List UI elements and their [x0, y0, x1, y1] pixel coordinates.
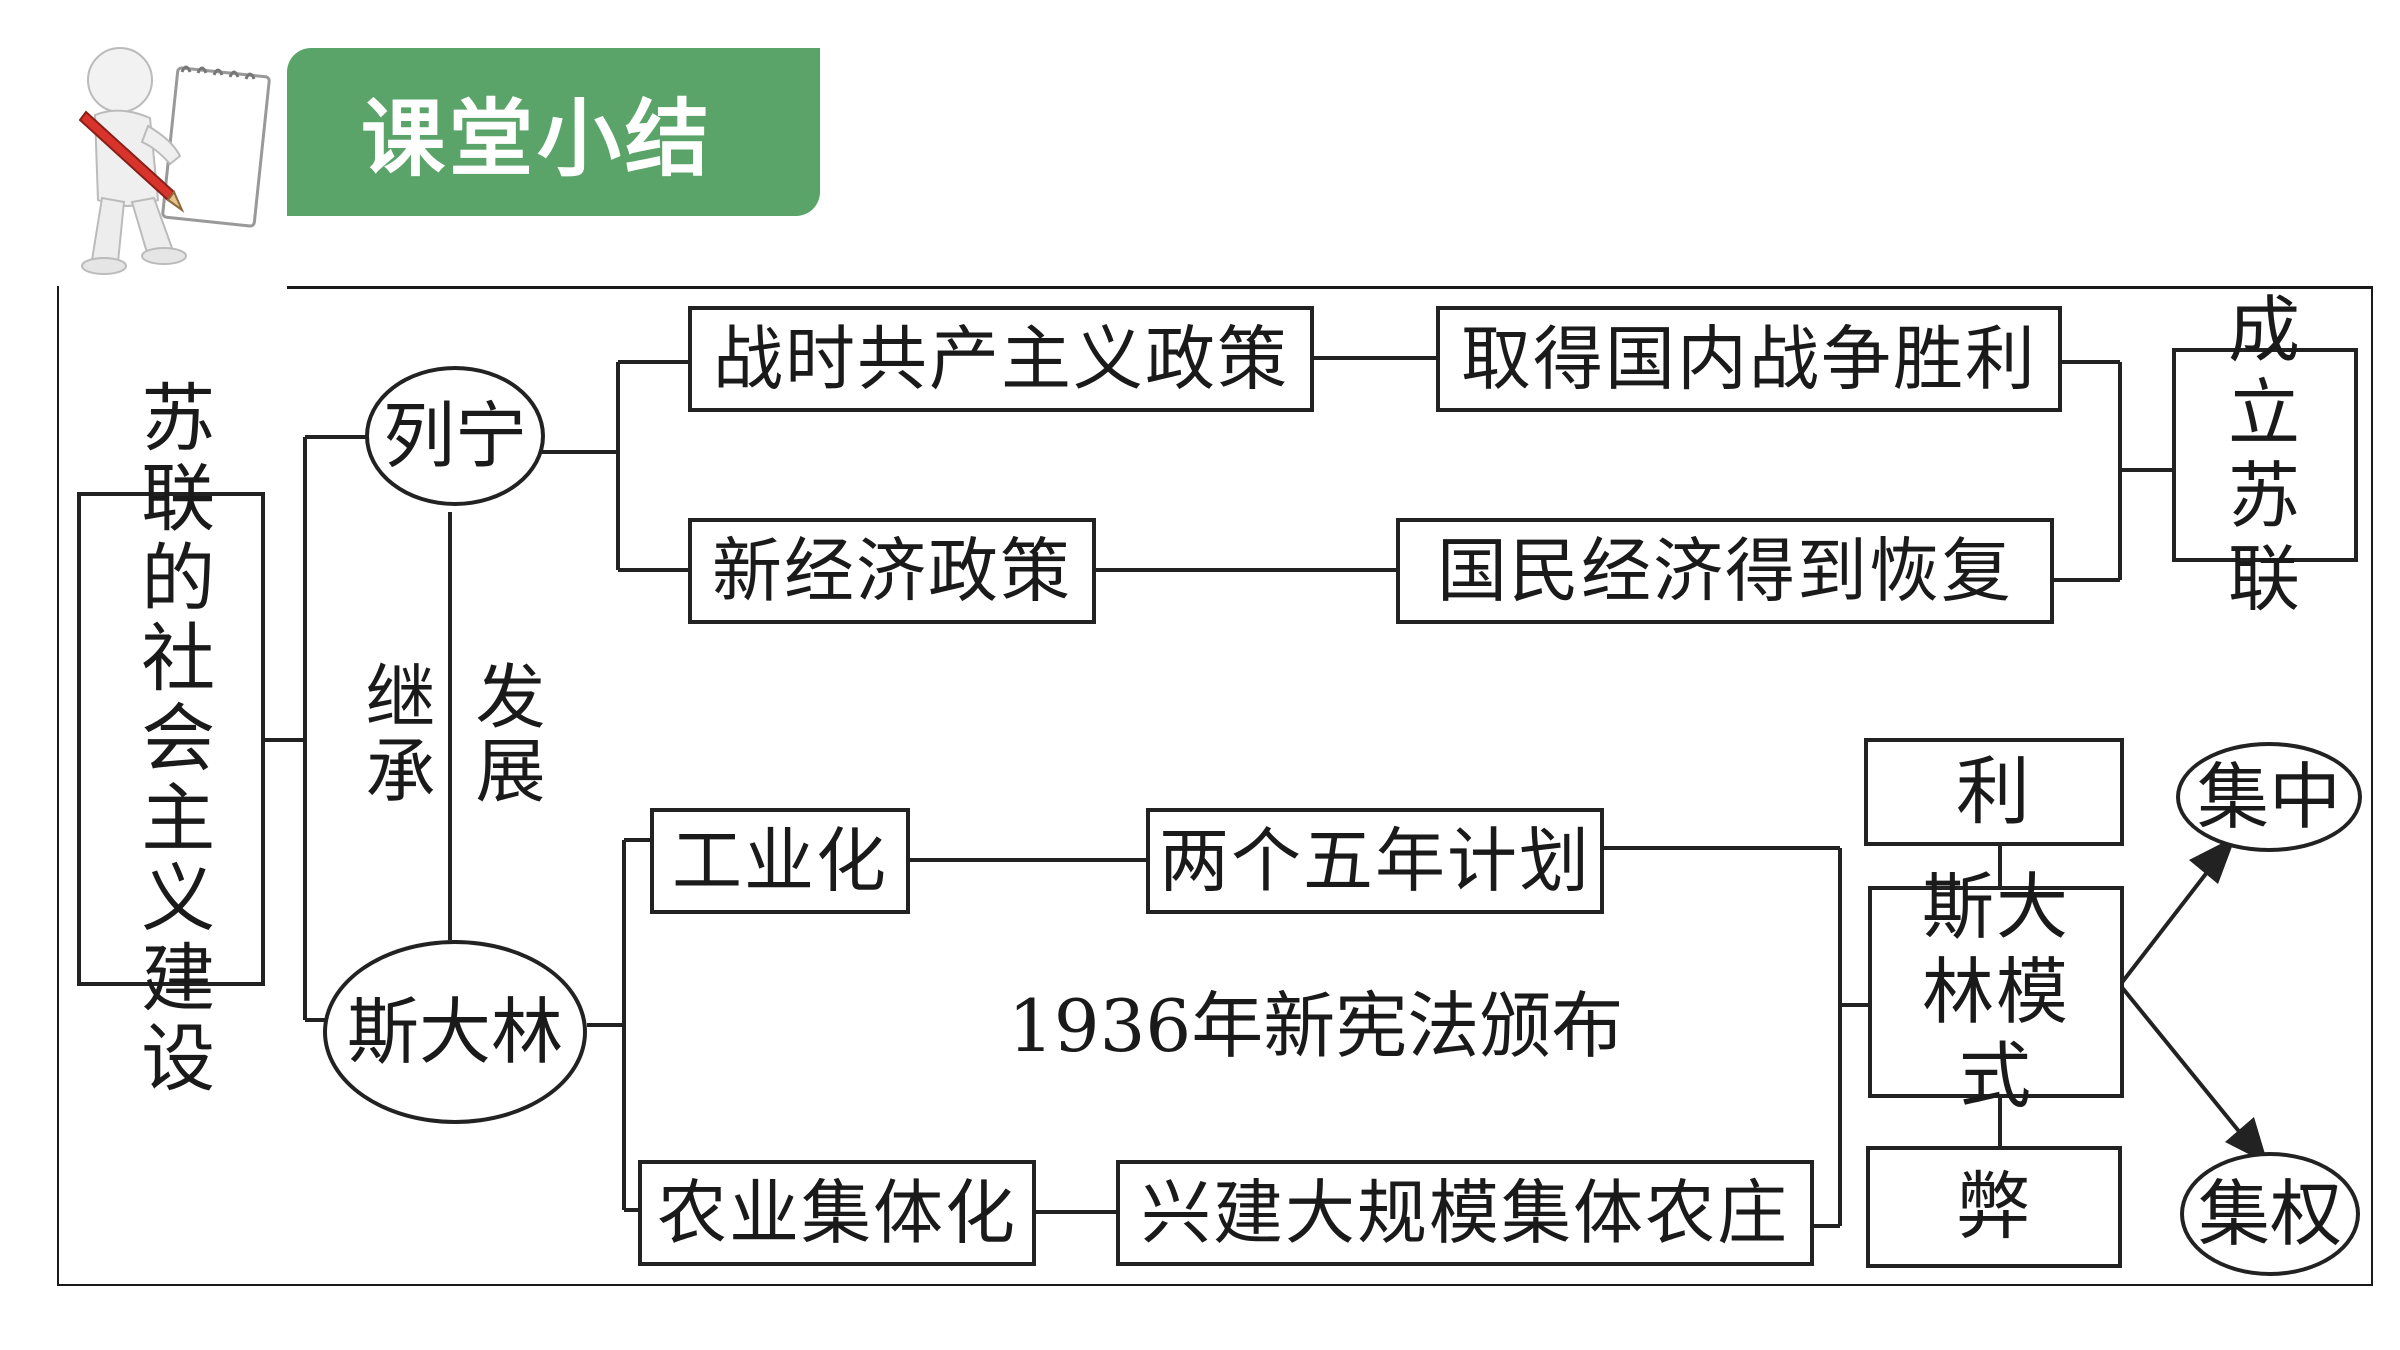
root-node: 苏联的社会主义建设 [77, 379, 265, 1099]
section-title: 课堂小结 [361, 89, 714, 188]
constitution-1936-label: 1936年新宪法颁布 [1008, 984, 1624, 1068]
root-label: 苏联的社会主义建设 [128, 379, 215, 1099]
economy-recovered-node: 国民经济得到恢复 [1396, 518, 2054, 624]
civil-war-victory-node: 取得国内战争胜利 [1436, 306, 2062, 412]
disadvantage-label: 弊 [1956, 1164, 2032, 1250]
collective-farms-node: 兴建大规模集体农庄 [1116, 1160, 1814, 1266]
centralization-node: 集中 [2176, 742, 2362, 852]
ussr-founded-node: 成立苏联 [2172, 289, 2358, 620]
header-divider [287, 286, 2372, 289]
civil-war-victory-label: 取得国内战争胜利 [1461, 318, 2037, 400]
ussr-founded-label: 成立苏联 [2227, 288, 2302, 621]
industrialization-label: 工业化 [672, 820, 888, 902]
disadvantage-node: 弊 [1866, 1146, 2122, 1268]
nep-node: 新经济政策 [688, 518, 1096, 624]
inherit-label: 继承 [354, 660, 436, 808]
industrialization-node: 工业化 [650, 808, 910, 914]
stalin-model-node: 斯大林模式 [1868, 865, 2124, 1118]
collectivization-label: 农业集体化 [657, 1172, 1017, 1254]
lenin-label: 列宁 [382, 394, 527, 478]
diagram-frame [57, 286, 2373, 1286]
lenin-node: 列宁 [365, 366, 545, 506]
collective-farms-label: 兴建大规模集体农庄 [1141, 1172, 1789, 1254]
develop-label: 发展 [464, 660, 546, 808]
nep-label: 新经济政策 [712, 530, 1072, 612]
advantage-node: 利 [1864, 738, 2124, 846]
war-communism-node: 战时共产主义政策 [688, 306, 1314, 412]
war-communism-label: 战时共产主义政策 [713, 318, 1289, 400]
centralization-label: 集中 [2196, 755, 2341, 839]
advantage-label: 利 [1956, 749, 2032, 835]
stalin-node: 斯大林 [323, 940, 587, 1124]
collectivization-node: 农业集体化 [638, 1160, 1036, 1266]
economy-recovered-label: 国民经济得到恢复 [1437, 530, 2013, 612]
concentrated-power-label: 集权 [2197, 1172, 2342, 1256]
stalin-label: 斯大林 [346, 990, 563, 1074]
concentrated-power-node: 集权 [2180, 1152, 2360, 1276]
stalin-model-label: 斯大林模式 [1921, 864, 2070, 1119]
five-year-plans-label: 两个五年计划 [1159, 820, 1591, 902]
five-year-plans-node: 两个五年计划 [1146, 808, 1604, 914]
section-header: 课堂小结 [287, 48, 820, 216]
mascot-figure-icon [78, 47, 271, 275]
